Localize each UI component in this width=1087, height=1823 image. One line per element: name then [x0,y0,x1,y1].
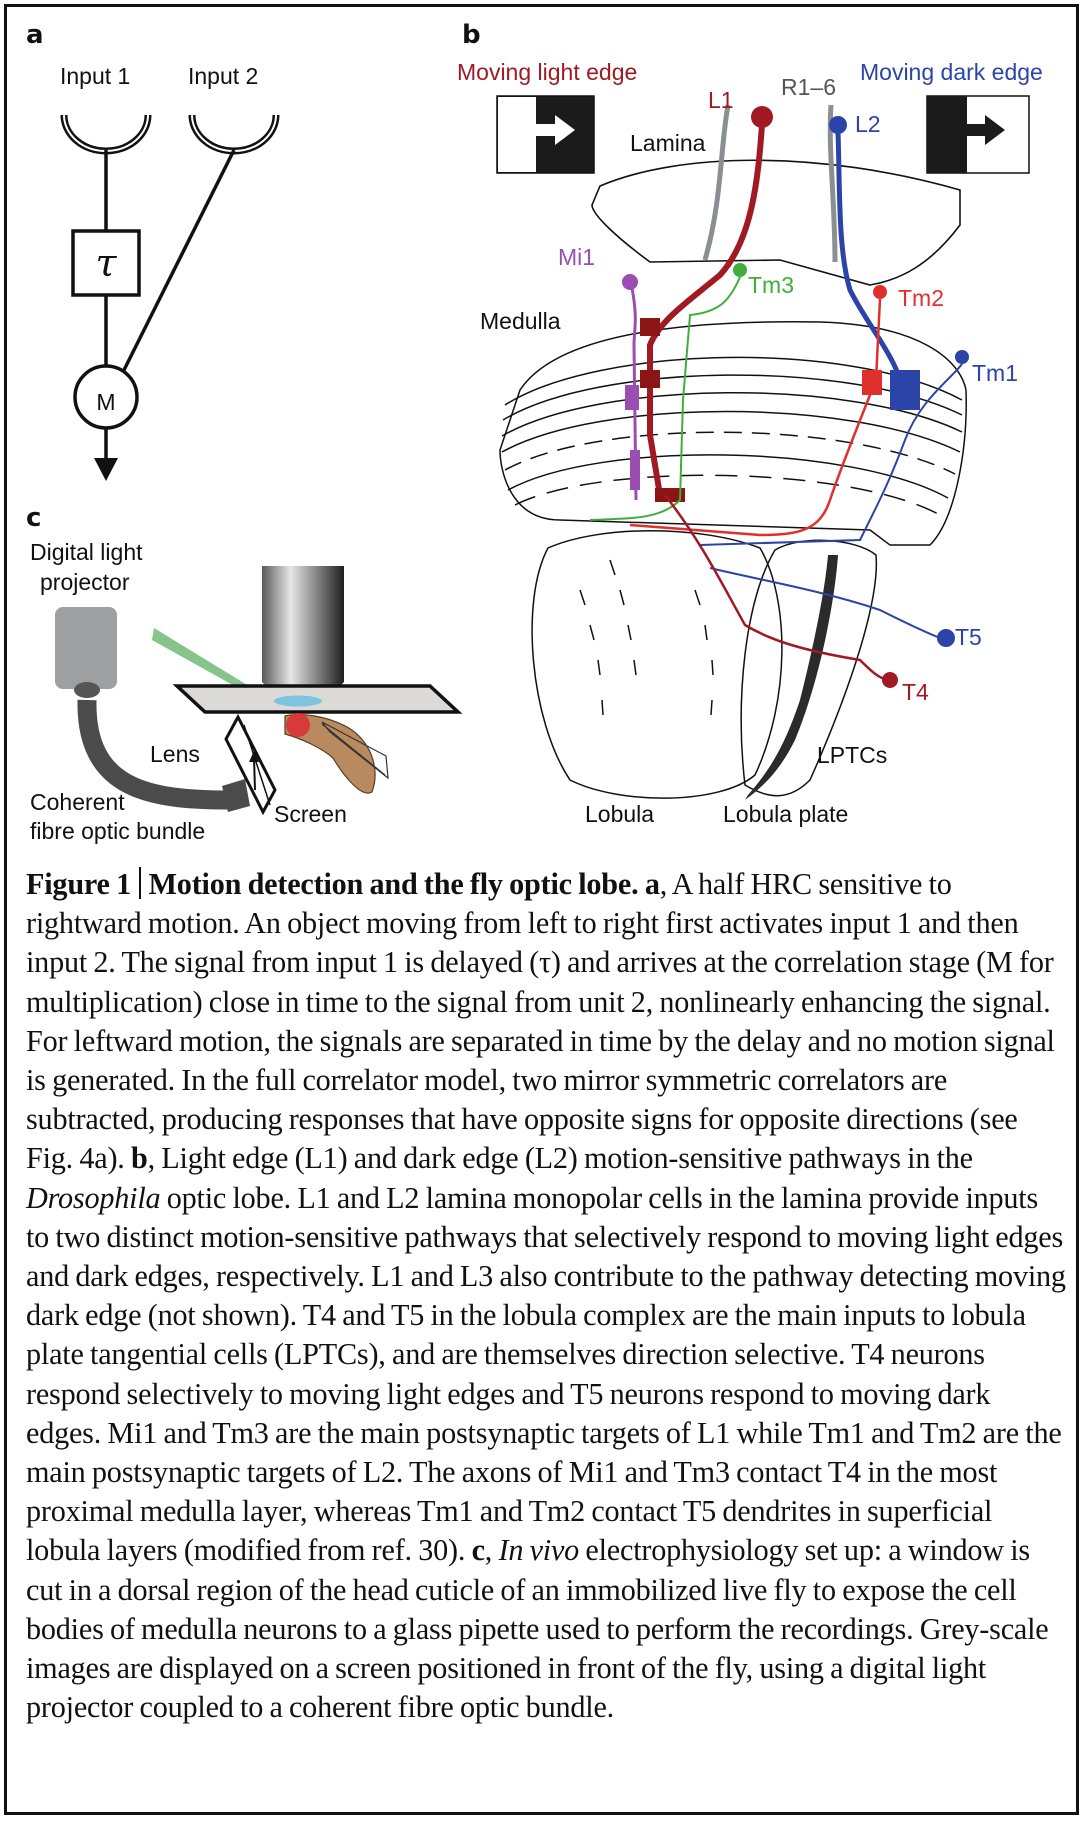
panel-a: a Input 1 Input 2 τ M [26,20,280,481]
r1-6-photoreceptors [702,104,838,263]
panel-c: c Digital light projector Lens Coherent … [26,503,463,844]
figure-title: Motion detection and the fly optic lobe. [148,867,639,901]
tm2-neuron [629,285,887,537]
lobula-plate-label: Lobula plate [723,801,848,827]
tm1-label: Tm1 [972,360,1018,386]
t5-label: T5 [955,624,982,650]
delay-box [71,229,141,297]
mi1-label: Mi1 [558,244,595,270]
lptcs-label: LPTCs [817,742,887,768]
caption-c-letter: c [471,1533,485,1568]
lobula-outline [531,530,783,799]
panel-a-letter: a [26,20,44,50]
tm3-neuron [589,263,747,521]
r1-6-label: R1–6 [781,74,836,100]
lptc-icon [745,555,838,800]
screen-label: Screen [274,801,347,827]
caption-a-text: , A half HRC sensitive to rightward moti… [26,867,1055,1176]
input2-line [122,149,236,371]
figure-frame [4,4,1079,1815]
receptor-2-icon [188,114,280,155]
panel-c-letter: c [26,503,41,533]
caption-b-text-2: optic lobe. L1 and L2 lamina monopolar c… [26,1180,1066,1568]
caption-c-invivo: In vivo [498,1533,580,1568]
caption-divider [139,867,141,899]
caption-b-letter: b [131,1141,148,1176]
screen-icon [224,713,277,816]
projector-label-line1: Digital light [30,539,143,565]
caption-a-letter: a [644,867,660,901]
tm2-label: Tm2 [898,285,944,311]
medulla-label: Medulla [480,308,561,334]
lamina-outline [591,159,961,286]
t4-label: T4 [902,679,929,705]
stimulus-dark-label: Moving dark edge [860,59,1043,85]
panel-b-letter: b [462,20,481,50]
mi1-neuron [622,274,640,501]
light-edge-stimulus-icon [496,95,595,174]
projector-label-line2: projector [40,569,130,595]
fly-icon [284,713,389,794]
caption-b-text-1: , Light edge (L1) and dark edge (L2) mot… [147,1141,973,1176]
bundle-label-line1: Coherent [30,789,125,815]
lamina-label: Lamina [630,130,706,156]
dark-edge-stimulus-icon [926,95,1030,174]
caption-c-text: electrophysiology set up: a window is cu… [26,1533,1049,1725]
objective-icon [262,566,344,682]
t4-neuron [664,494,898,688]
input1-label: Input 1 [60,63,130,89]
fibre-bundle-icon [77,699,231,810]
figure-number: Figure 1 [26,867,132,901]
tm3-label: Tm3 [748,272,794,298]
l2-label: L2 [855,111,881,137]
lobula-dashes [579,559,714,716]
t5-neuron [709,567,955,647]
input2-label: Input 2 [188,63,258,89]
l1-neuron [640,106,773,502]
caption-b-species: Drosophila [26,1180,161,1215]
caption-c-sep: , [484,1533,499,1568]
figure-caption: Figure 1 Motion detection and the fly opt… [26,865,1066,1727]
tm1-neuron [699,350,969,546]
l1-label: L1 [708,87,734,113]
lobula-plate-outline [740,539,878,797]
lens-label: Lens [150,741,200,767]
stimulus-light-label: Moving light edge [457,59,637,85]
multiplier-label: M [96,389,115,415]
delay-symbol: τ [95,241,117,285]
projector-icon [55,607,117,689]
medulla-outline [499,321,967,546]
lobula-label: Lobula [585,801,654,827]
l2-neuron [829,116,920,410]
receptor-1-icon [60,114,152,155]
projector-lens-icon [74,682,100,698]
bundle-label-line2: fibre optic bundle [30,818,205,844]
output-arrow-icon [94,458,118,481]
panel-b: b Moving light edge Moving dark edge Lam… [457,20,1043,827]
figure-panels: a Input 1 Input 2 τ M c Digital light pr… [26,20,1043,844]
bundle-end-icon [222,779,250,812]
recording-window-icon [274,695,322,707]
